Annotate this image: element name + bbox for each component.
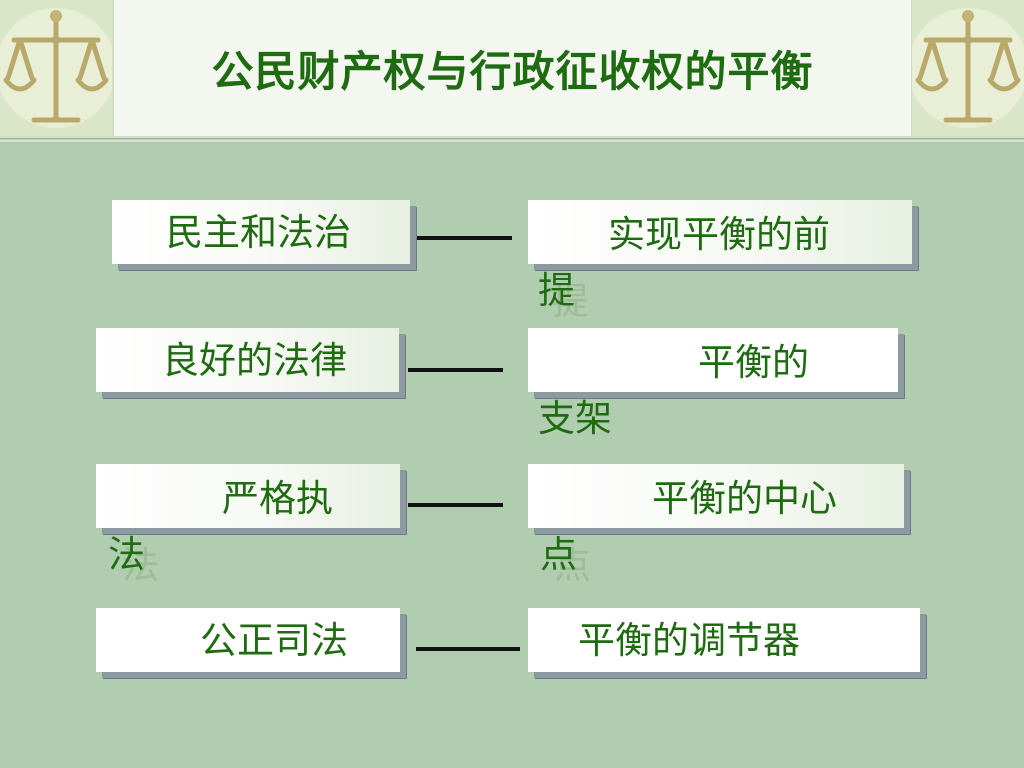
connector-dash [408,368,503,372]
row3-left-continuation: 法 [108,533,145,576]
row4-left-text: 公正司法 [200,619,348,662]
row4-right-text: 平衡的调节器 [578,619,800,662]
row1-right-continuation: 提 [538,269,575,312]
connector-dash [416,647,520,651]
page-title: 公民财产权与行政征收权的平衡 [211,47,814,96]
scales-of-justice-icon [908,0,1024,136]
box-fair-justice: 公正司法 [96,608,400,672]
box-balance-regulator: 平衡的调节器 [528,608,920,672]
box-balance-support: 平衡的 [528,328,898,392]
box-good-laws: 良好的法律 [96,328,399,392]
box-democracy-rule-of-law: 民主和法治 [112,200,410,264]
scales-of-justice-icon [0,0,116,136]
row3-right-continuation: 点 [540,533,577,576]
box-balance-center: 平衡的中心 [528,464,904,528]
box-strict-enforcement: 严格执 [96,464,400,528]
row3-left-text: 严格执 [222,477,333,520]
row3-right-echo: 点 [554,544,591,587]
header-divider [0,138,1024,143]
connector-dash [408,503,503,507]
box-balance-premise: 实现平衡的前 [528,200,912,264]
row2-left-text: 良好的法律 [162,339,347,382]
row1-right-echo: 提 [552,280,589,323]
row3-right-text: 平衡的中心 [652,477,837,520]
connector-dash [417,236,512,240]
row1-right-text: 实现平衡的前 [608,213,830,256]
row2-right-text: 平衡的 [698,341,809,384]
title-box: 公民财产权与行政征收权的平衡 [114,0,911,136]
row1-left-text: 民主和法治 [166,211,351,254]
row3-left-echo: 法 [122,544,159,587]
row2-right-continuation: 支架 [538,397,612,440]
